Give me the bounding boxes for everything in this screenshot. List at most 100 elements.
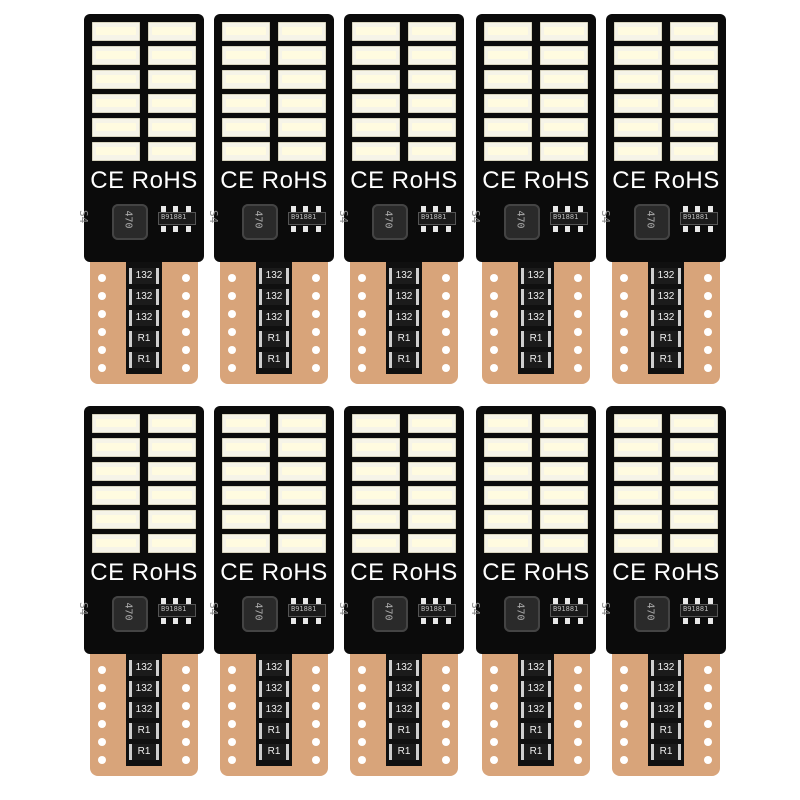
smd-led-chip bbox=[222, 534, 270, 553]
inductor-code: 470 bbox=[382, 210, 394, 229]
via-hole bbox=[358, 720, 366, 728]
ic-pin bbox=[161, 206, 166, 212]
resistor-code: 132 bbox=[135, 312, 153, 323]
smd-led-chip bbox=[278, 94, 326, 113]
via-hole bbox=[358, 756, 366, 764]
resistor-code: R1 bbox=[397, 333, 411, 344]
via-hole bbox=[490, 702, 498, 710]
inductor: 470 bbox=[634, 596, 670, 632]
smd-led-chip bbox=[614, 486, 662, 505]
smd-resistor: R1 bbox=[521, 744, 551, 760]
smd-resistor: 132 bbox=[259, 681, 289, 697]
resistor-code: R1 bbox=[397, 354, 411, 365]
via-hole bbox=[182, 756, 190, 764]
ic-pin bbox=[303, 226, 308, 232]
via-hole bbox=[574, 328, 582, 336]
ic-code: B91881 bbox=[291, 213, 317, 221]
via-hole bbox=[228, 720, 236, 728]
smd-resistor: R1 bbox=[521, 331, 551, 347]
smd-resistor: 132 bbox=[259, 660, 289, 676]
ic-pin bbox=[186, 226, 191, 232]
via-hole bbox=[228, 346, 236, 354]
led-array bbox=[352, 22, 456, 166]
smd-led-chip bbox=[278, 486, 326, 505]
via-hole bbox=[442, 684, 450, 692]
resistor-code: R1 bbox=[529, 746, 543, 757]
smd-led-chip bbox=[614, 94, 662, 113]
resistor-code: 132 bbox=[527, 312, 545, 323]
smd-led-chip bbox=[670, 462, 718, 481]
smd-led-chip bbox=[670, 438, 718, 457]
smd-led-chip bbox=[352, 486, 400, 505]
smd-led-chip bbox=[222, 46, 270, 65]
smd-resistor: 132 bbox=[129, 702, 159, 718]
ic-pin bbox=[695, 618, 700, 624]
smd-resistor: 132 bbox=[389, 702, 419, 718]
resistor-code: 132 bbox=[395, 291, 413, 302]
smd-led-chip bbox=[92, 534, 140, 553]
smd-led-chip bbox=[222, 510, 270, 529]
ic-pin bbox=[316, 618, 321, 624]
via-hole bbox=[442, 292, 450, 300]
ic-pin bbox=[446, 598, 451, 604]
ic-pin bbox=[291, 206, 296, 212]
smd-led-chip bbox=[278, 118, 326, 137]
via-hole bbox=[182, 346, 190, 354]
resistor-code: R1 bbox=[267, 746, 281, 757]
resistor-code: 132 bbox=[265, 312, 283, 323]
smd-led-chip bbox=[408, 142, 456, 161]
smd-resistor: R1 bbox=[521, 352, 551, 368]
smd-led-chip bbox=[352, 142, 400, 161]
via-hole bbox=[574, 684, 582, 692]
smd-led-chip bbox=[408, 510, 456, 529]
led-array bbox=[484, 22, 588, 166]
smd-led-chip bbox=[92, 438, 140, 457]
ic-code: B91881 bbox=[683, 605, 709, 613]
smd-led-chip bbox=[614, 118, 662, 137]
side-code-label: S4 bbox=[207, 210, 220, 224]
ic-pin bbox=[303, 618, 308, 624]
resistor-code: R1 bbox=[267, 333, 281, 344]
resistor-code: R1 bbox=[267, 725, 281, 736]
via-hole bbox=[490, 364, 498, 372]
smd-resistor: R1 bbox=[651, 744, 681, 760]
smd-resistor: R1 bbox=[651, 352, 681, 368]
via-hole bbox=[228, 310, 236, 318]
via-hole bbox=[574, 310, 582, 318]
smd-resistor: R1 bbox=[259, 331, 289, 347]
resistor-code: 132 bbox=[527, 683, 545, 694]
via-hole bbox=[228, 274, 236, 282]
smd-resistor: 132 bbox=[651, 310, 681, 326]
inductor: 470 bbox=[242, 596, 278, 632]
via-hole bbox=[312, 738, 320, 746]
ic-pin bbox=[316, 598, 321, 604]
ic-pin bbox=[553, 206, 558, 212]
ic-pin bbox=[433, 598, 438, 604]
smd-led-chip bbox=[614, 142, 662, 161]
smd-led-chip bbox=[540, 118, 588, 137]
via-hole bbox=[490, 310, 498, 318]
smd-resistor: R1 bbox=[259, 723, 289, 739]
smd-led-chip bbox=[540, 142, 588, 161]
via-hole bbox=[358, 702, 366, 710]
ic-code: B91881 bbox=[683, 213, 709, 221]
resistor-code: 132 bbox=[135, 683, 153, 694]
smd-led-chip bbox=[614, 46, 662, 65]
ic-body: B91881 bbox=[288, 212, 326, 225]
via-hole bbox=[228, 738, 236, 746]
ic-pin bbox=[303, 598, 308, 604]
smd-led-chip bbox=[222, 22, 270, 41]
smd-led-chip bbox=[278, 510, 326, 529]
ic-pin bbox=[578, 618, 583, 624]
smd-led-chip bbox=[614, 462, 662, 481]
